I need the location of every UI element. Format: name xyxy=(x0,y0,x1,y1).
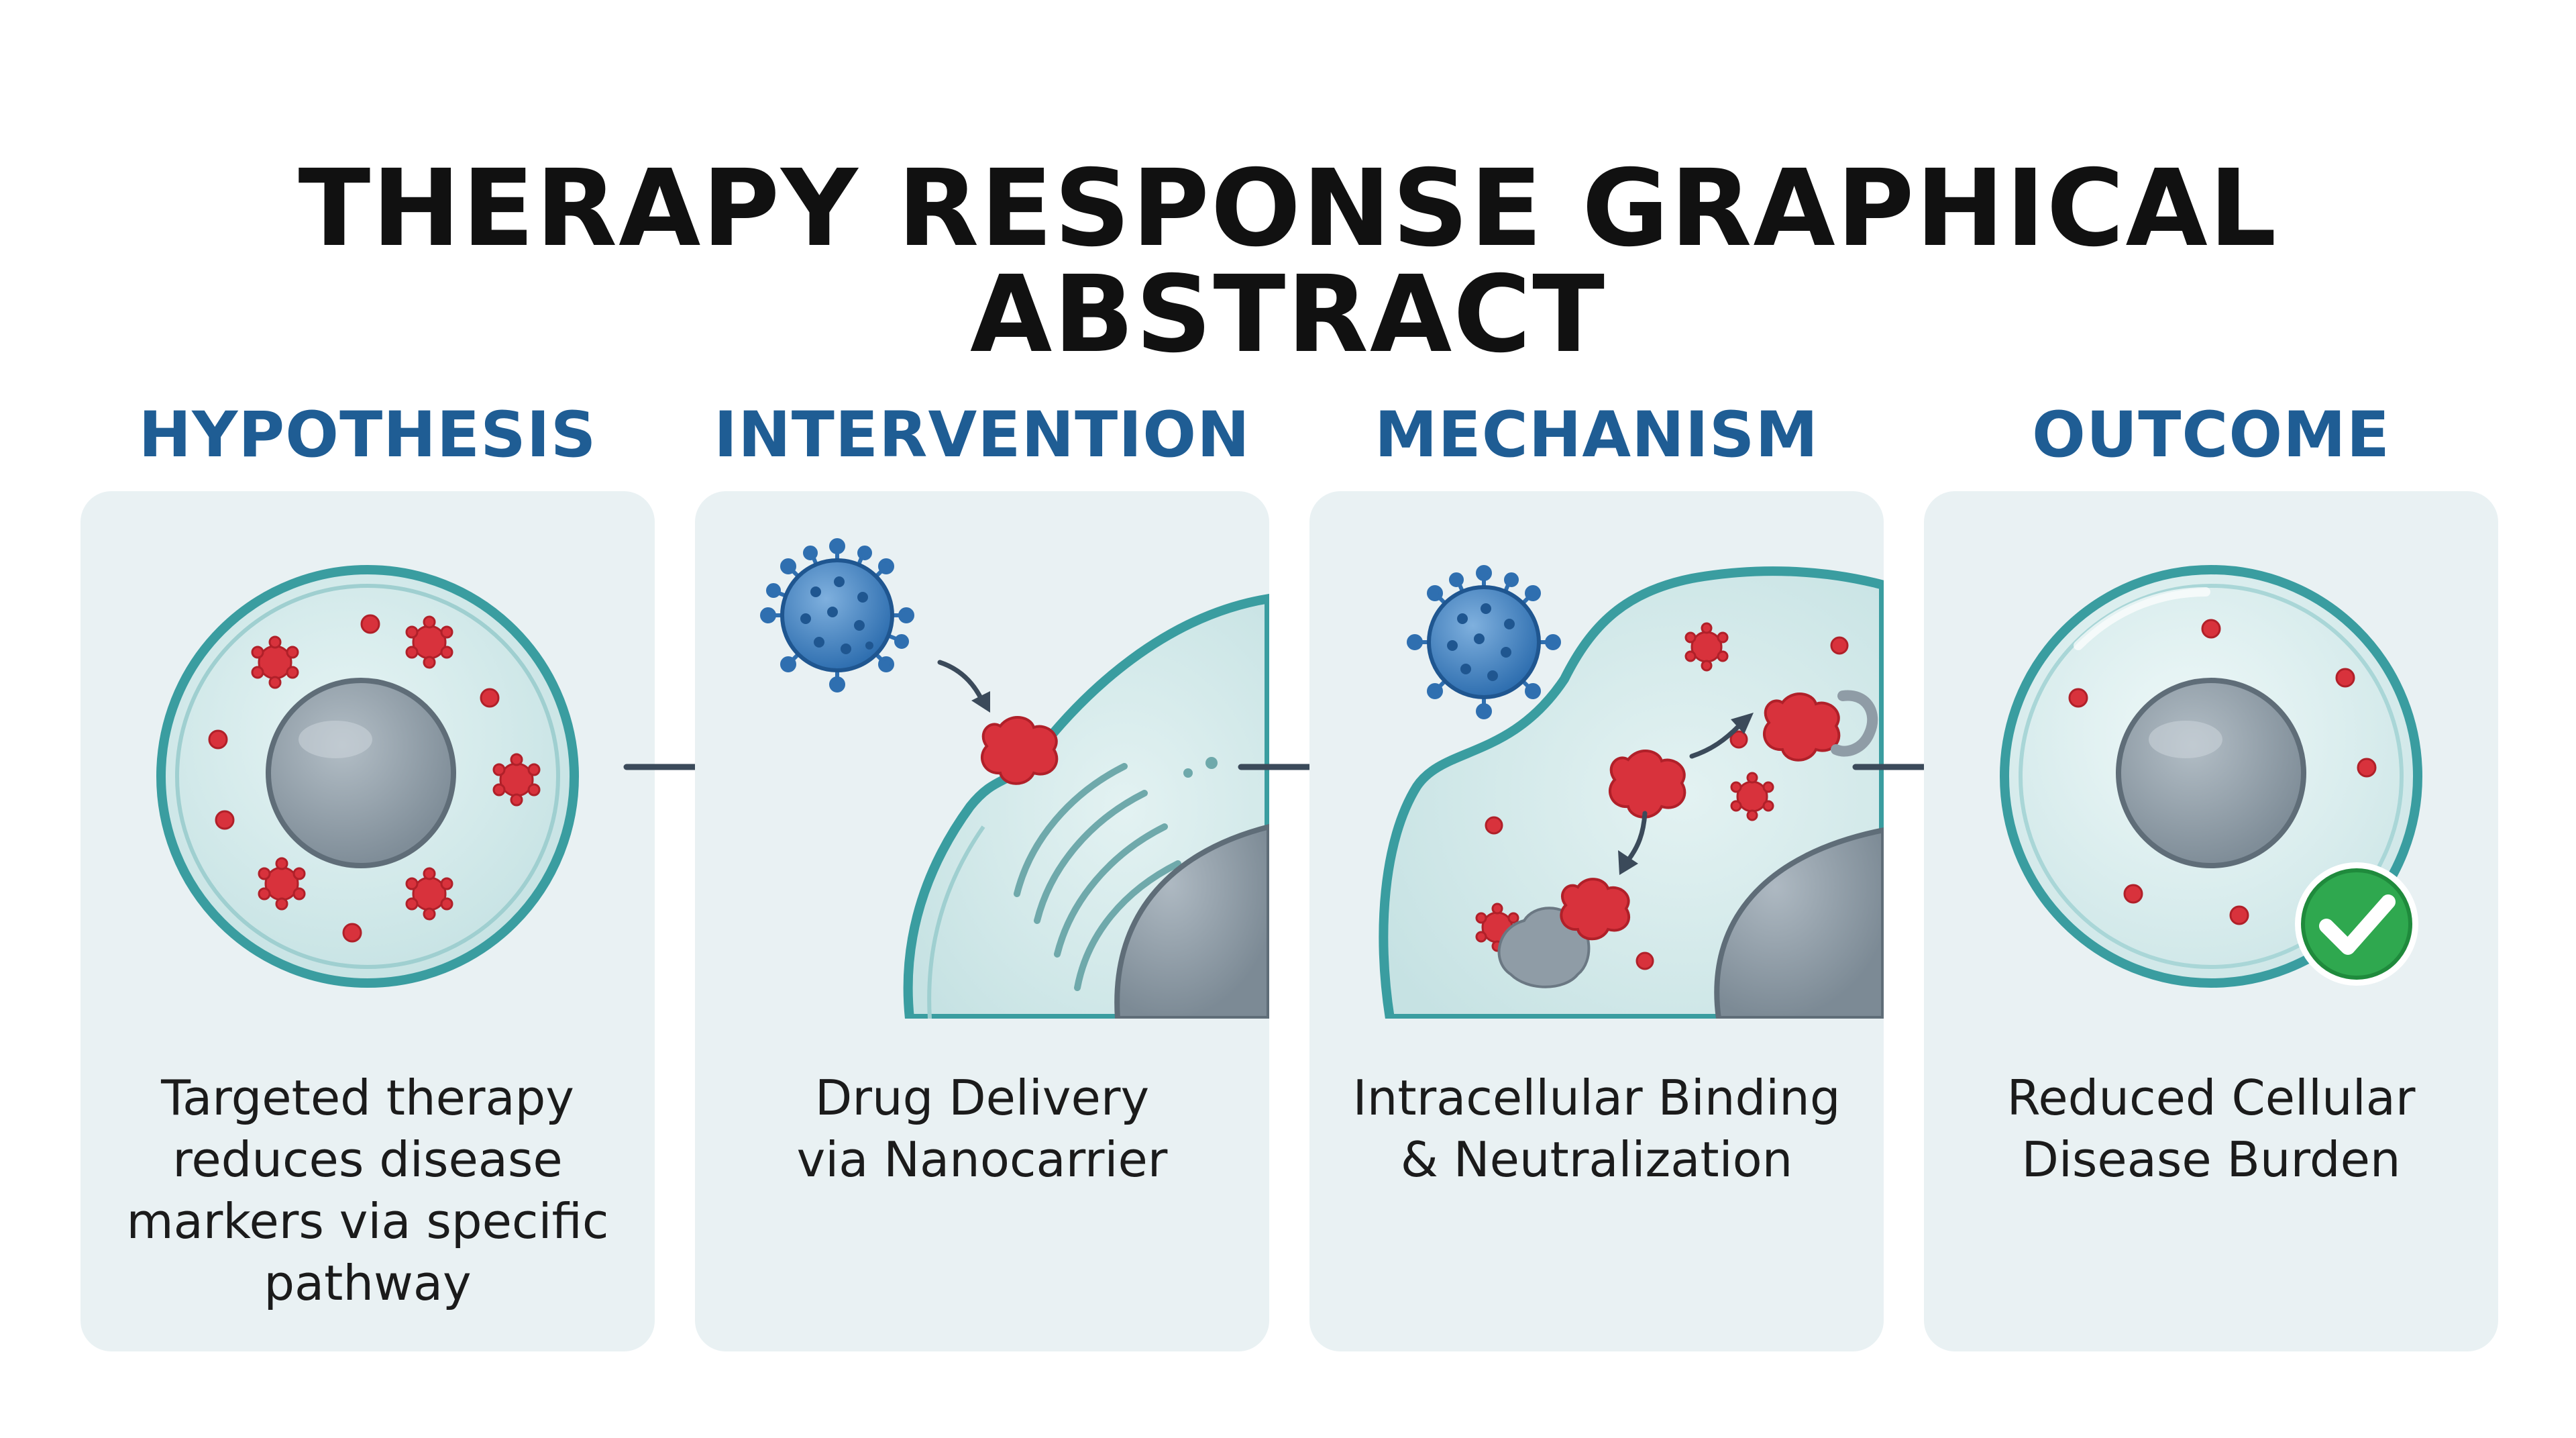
intracellular-binding-icon xyxy=(1379,565,1884,1019)
panel-hypothesis: Targeted therapy reduces disease markers… xyxy=(80,491,655,1351)
nanocarrier-icon xyxy=(1407,565,1561,719)
stage-heading-hypothesis: HYPOTHESIS xyxy=(138,399,597,472)
page-title: THERAPY RESPONSE GRAPHICAL ABSTRACT xyxy=(298,147,2278,376)
panel-mechanism: Intracellular Binding & Neutralization xyxy=(1309,491,1884,1351)
healthy-cell-icon xyxy=(2000,565,2422,988)
stage-heading-mechanism: MECHANISM xyxy=(1374,399,1819,472)
stage-heading-intervention: INTERVENTION xyxy=(714,399,1250,472)
caption-hypothesis: Targeted therapy reduces disease markers… xyxy=(126,1070,609,1311)
checkmark-icon xyxy=(2295,862,2418,986)
disease-marker-icon xyxy=(208,614,541,943)
caption-intervention: Drug Delivery via Nanocarrier xyxy=(796,1070,1168,1188)
diseased-cell-icon xyxy=(156,565,579,988)
stage-heading-outcome: OUTCOME xyxy=(2031,399,2390,472)
panel-outcome: Reduced Cellular Disease Burden xyxy=(1924,491,2498,1351)
caption-outcome: Reduced Cellular Disease Burden xyxy=(2006,1070,2416,1188)
drug-molecule-icon xyxy=(1608,692,1841,819)
caption-mechanism: Intracellular Binding & Neutralization xyxy=(1352,1070,1841,1188)
panel-intervention: Drug Delivery via Nanocarrier xyxy=(695,491,1269,1351)
nanocarrier-icon xyxy=(760,538,914,692)
drug-molecule-icon xyxy=(980,716,1059,785)
nanocarrier-delivery-icon xyxy=(760,538,1269,1019)
